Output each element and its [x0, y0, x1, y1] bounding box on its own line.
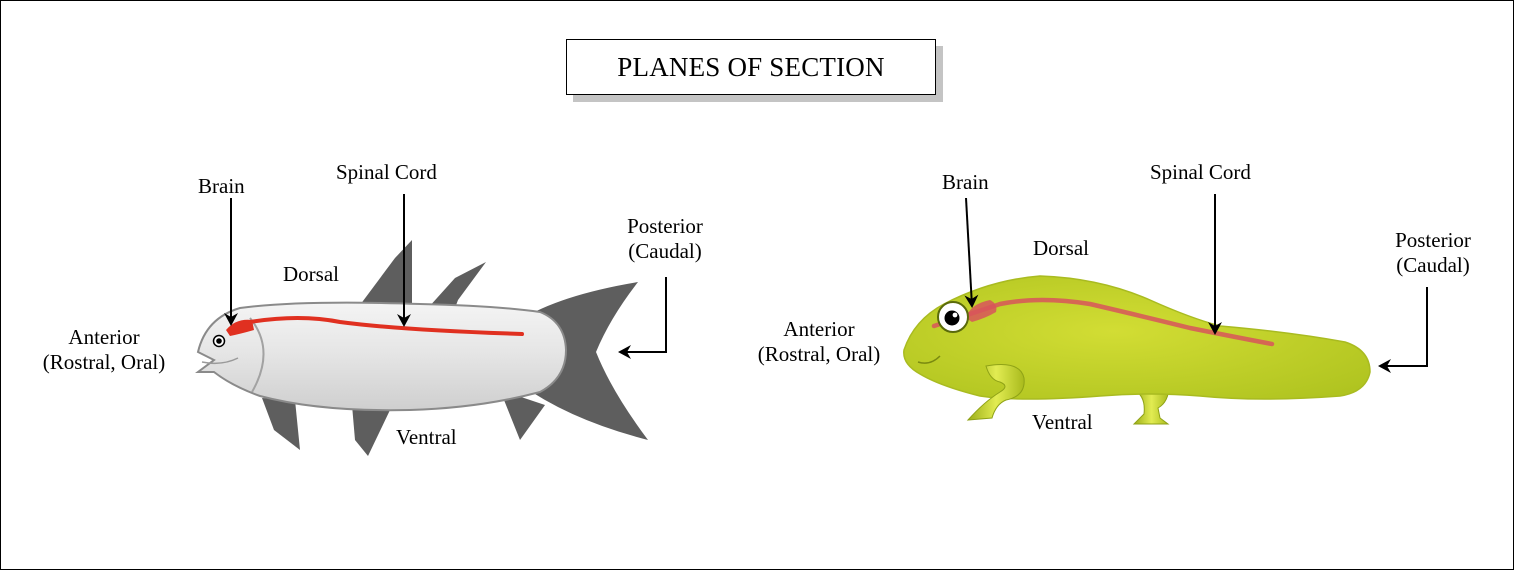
fish-ventral-fin-front	[262, 398, 300, 450]
frog-eye-highlight	[953, 313, 958, 318]
frog-anterior-label: Anterior (Rostral, Oral)	[729, 317, 909, 367]
fish-anterior-label: Anterior (Rostral, Oral)	[14, 325, 194, 375]
frog-pupil	[945, 311, 960, 326]
fish-posterior-label: Posterior (Caudal)	[605, 214, 725, 264]
fish-ventral-label: Ventral	[396, 425, 457, 450]
frog-rostral-oral-text: (Rostral, Oral)	[729, 342, 909, 367]
frog-posterior-arrow	[1380, 287, 1427, 366]
frog-posterior-label: Posterior (Caudal)	[1373, 228, 1493, 278]
fish-body	[198, 303, 566, 411]
frog-illustration	[904, 276, 1370, 424]
frog-ventral-label: Ventral	[1032, 410, 1093, 435]
fish-rostral-oral-text: (Rostral, Oral)	[14, 350, 194, 375]
frog-spinal-cord-label: Spinal Cord	[1150, 160, 1251, 185]
fish-brain-label: Brain	[198, 174, 245, 199]
fish-caudal-text: (Caudal)	[605, 239, 725, 264]
frog-caudal-text: (Caudal)	[1373, 253, 1493, 278]
frog-anterior-text: Anterior	[729, 317, 909, 342]
fish-illustration	[198, 240, 648, 456]
fish-posterior-text: Posterior	[605, 214, 725, 239]
page-title: PLANES OF SECTION	[566, 39, 936, 95]
fish-spinal-cord-label: Spinal Cord	[336, 160, 437, 185]
frog-posterior-text: Posterior	[1373, 228, 1493, 253]
frog-brain-arrow	[966, 198, 972, 306]
fish-pupil	[216, 338, 222, 344]
fish-dorsal-label: Dorsal	[283, 262, 339, 287]
frog-brain-label: Brain	[942, 170, 989, 195]
fish-anterior-text: Anterior	[14, 325, 194, 350]
frog-dorsal-label: Dorsal	[1033, 236, 1089, 261]
frog-body	[904, 276, 1370, 399]
fish-ventral-fin-mid	[352, 405, 390, 456]
